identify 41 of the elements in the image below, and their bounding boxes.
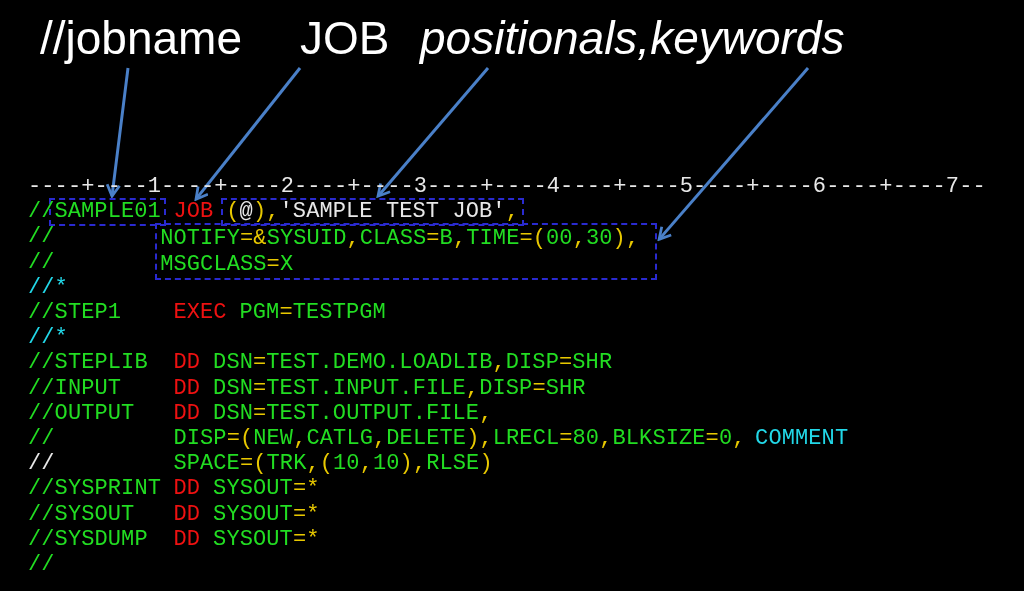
arrow	[657, 67, 810, 241]
code-text: //	[28, 251, 55, 274]
code-text: DSN=TEST.OUTPUT.FILE,	[213, 402, 493, 425]
code-text: SYSOUT=*	[213, 528, 320, 551]
code-text: DD	[173, 352, 200, 375]
code-text: SYSOUT=*	[213, 478, 320, 501]
code-text: EXEC	[173, 302, 227, 324]
code-text: SYSOUT=*	[213, 503, 320, 526]
arrow	[194, 67, 302, 201]
code-text: DD	[173, 503, 200, 526]
code-text: //	[28, 226, 55, 249]
code-text: SPACE=(TRK,(10,10),RLSE)	[173, 453, 493, 476]
heading-text: JOB	[300, 10, 390, 66]
code-text: //*	[28, 327, 68, 350]
code-text: //*	[28, 276, 68, 299]
arrow	[105, 67, 130, 198]
code-text: //	[28, 428, 55, 450]
heading-text: positionals,keywords	[420, 10, 845, 66]
code-text: //SYSDUMP	[28, 528, 148, 551]
code-text: DSN=TEST.INPUT.FILE,DISP=SHR	[213, 377, 586, 400]
code-text: //SYSPRINT	[28, 478, 162, 501]
job-keyword: JOB	[173, 201, 214, 224]
code-text: COMMENT	[755, 428, 849, 450]
positional-parameters: (@),'SAMPLE TEST JOB',	[221, 198, 524, 227]
code-text: //	[28, 554, 55, 576]
code-text: //	[28, 453, 55, 476]
code-text: DD	[173, 402, 200, 425]
code-text: PGM=TESTPGM	[239, 302, 386, 324]
code-text: DD	[173, 528, 200, 551]
code-text: DSN=TEST.DEMO.LOADLIB,DISP=SHR	[213, 352, 613, 375]
code-text: //INPUT	[28, 377, 122, 400]
code-text: //OUTPUT	[28, 402, 135, 425]
heading-text: //jobname	[40, 10, 242, 66]
code-text: //SYSOUT	[28, 503, 135, 526]
code-text: //STEPLIB	[28, 352, 148, 375]
code-text: DD	[173, 478, 200, 501]
keyword-parameters: NOTIFY=&SYSUID,CLASS=B,TIME=(00,30), MSGCLASS=X	[155, 223, 658, 280]
code-text: DISP=(NEW,CATLG,DELETE),LRECL=80,BLKSIZE=0,	[173, 428, 746, 450]
code-text: //STEP1	[28, 302, 122, 324]
code-text: DD	[173, 377, 200, 400]
arrow	[376, 67, 490, 198]
